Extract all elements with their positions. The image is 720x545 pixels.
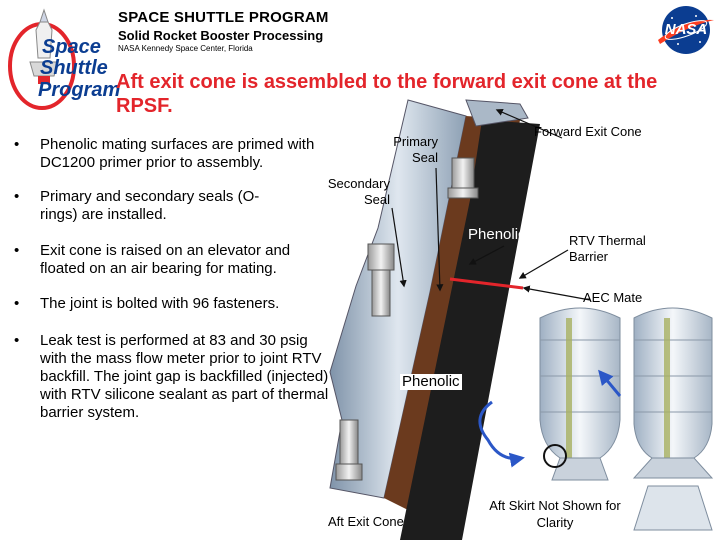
space-shuttle-program-logo [4, 2, 116, 112]
aft-exit-cone-label: Aft Exit Cone [328, 514, 404, 529]
logo-text-space: Space [42, 36, 101, 58]
rtv-thermal-barrier-text: RTV Thermal Barrier [569, 233, 646, 264]
aft-skirt-note: Aft Skirt Not Shown for Clarity [484, 497, 626, 531]
rtv-thermal-barrier-label: RTV Thermal Barrier [569, 233, 665, 265]
phenolic-band [384, 116, 520, 526]
forward-exit-cone-label: Forward Exit Cone [534, 124, 642, 139]
bullet-symbol: • [14, 332, 20, 349]
bolt-lower [335, 419, 363, 481]
logo-text-shuttle: Shuttle [40, 57, 108, 79]
program-title: SPACE SHUTTLE PROGRAM [118, 9, 329, 26]
nasa-logo: NASA [656, 4, 716, 56]
aft-skirt-note-text: Aft Skirt Not Shown for Clarity [489, 498, 621, 530]
liner [400, 120, 540, 540]
bullet-symbol: • [14, 188, 20, 205]
secondary-seal-text: Secondary Seal [327, 176, 390, 207]
primary-seal-label: Primary Seal [376, 134, 438, 166]
phenolic-lower-label: Phenolic [400, 373, 462, 390]
aec-mate-label: AEC Mate [583, 290, 643, 305]
primary-seal-text: Primary Seal [393, 134, 438, 165]
logo-text-program: Program [38, 79, 121, 101]
program-subtitle: Solid Rocket Booster Processing [118, 28, 324, 43]
primary-seal-leader [435, 167, 444, 292]
aft-exit-cone-illustration [539, 307, 621, 481]
aec-mate-leader [522, 285, 591, 301]
phenolic-leader [468, 245, 505, 265]
aec-mate-line [449, 277, 524, 290]
bullet-text: Primary and secondary seals (O-rings) ar… [40, 188, 260, 223]
bullet-text: Exit cone is raised on an elevator and f… [40, 242, 291, 277]
secondary-seal-label: Secondary Seal [314, 176, 390, 208]
secondary-seal-leader [391, 207, 407, 288]
forward-exit-cone-illustration [632, 307, 714, 531]
bullet-symbol: • [14, 136, 20, 153]
bullet-symbol: • [14, 295, 20, 312]
bullet-text: Leak test is performed at 83 and 30 psig… [40, 332, 329, 421]
phenolic-upper-label: Phenolic [468, 226, 526, 243]
bullet-text: Phenolic mating surfaces are primed with… [40, 136, 315, 171]
bolt-upper [447, 157, 479, 199]
joint-highlight-circle [543, 444, 567, 468]
program-location: NASA Kennedy Space Center, Florida [118, 44, 253, 53]
phenolic-arrow-right [598, 369, 622, 397]
bullet-text: The joint is bolted with 96 fasteners. [40, 295, 280, 312]
nasa-logo-text: NASA [664, 21, 708, 38]
phenolic-arrow-left [478, 400, 525, 468]
bolt-middle [367, 243, 395, 317]
bullet-symbol: • [14, 242, 20, 259]
rtv-leader [518, 249, 569, 279]
slide-title: Aft exit cone is assembled to the forwar… [116, 71, 658, 117]
